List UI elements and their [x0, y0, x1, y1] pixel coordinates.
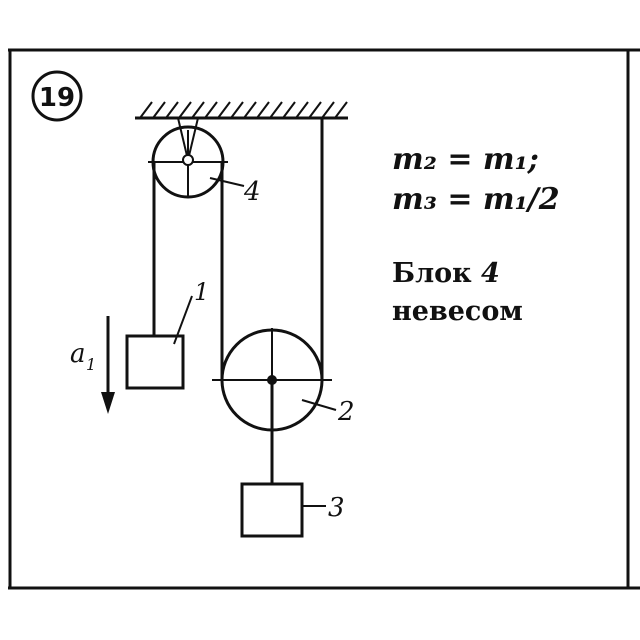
- ceiling-hatch: [295, 101, 309, 119]
- ceiling-hatch: [139, 101, 153, 119]
- ceiling-hatch: [191, 101, 205, 119]
- ceiling-hatch: [321, 101, 335, 119]
- ceiling-hatch: [282, 101, 296, 119]
- pulley-2: [212, 328, 332, 432]
- leader-pulley2: [301, 399, 337, 411]
- accel-arrow: [101, 316, 115, 414]
- pulley4-mount-left: [177, 117, 189, 161]
- leader-pulley4: [209, 177, 245, 187]
- formula-line-1: m₂ = m₁;: [392, 142, 539, 177]
- formula-line-2: m₃ = m₁/2: [392, 182, 560, 217]
- leader-mass1: [173, 295, 193, 345]
- note-block: Блок 4 невесом: [392, 255, 523, 331]
- ceiling-hatch: [269, 101, 283, 119]
- pulley-4: [148, 125, 228, 199]
- ceiling-hatch: [165, 101, 179, 119]
- note-word-block: Блок: [392, 258, 472, 289]
- ceiling-hatch: [230, 101, 244, 119]
- ceiling-hatch: [334, 101, 348, 119]
- ceiling-hatch: [243, 101, 257, 119]
- ceiling-hatch: [308, 101, 322, 119]
- label-mass3: 3: [328, 493, 345, 523]
- note-line-1: Блок 4: [392, 255, 523, 293]
- label-pulley4: 4: [243, 177, 261, 207]
- ceiling-hatch: [204, 101, 218, 119]
- label-pulley2: 2: [337, 397, 355, 427]
- problem-number: 19: [39, 83, 75, 113]
- pulley4-mount-right: [187, 117, 199, 161]
- note-line-2: невесом: [392, 296, 523, 327]
- formula-block: m₂ = m₁; m₃ = m₁/2: [392, 140, 560, 220]
- mass-1: [125, 334, 185, 390]
- mass-3: [240, 482, 304, 538]
- ceiling-hatch: [256, 101, 270, 119]
- ceiling-hatch: [178, 101, 192, 119]
- ceiling-hatch: [217, 101, 231, 119]
- note-block-number: 4: [481, 258, 500, 289]
- ceiling-hatch: [152, 101, 166, 119]
- problem-number-circle: [31, 70, 83, 122]
- label-mass1: 1: [194, 278, 209, 306]
- ceiling: [135, 101, 348, 120]
- label-accel: a: [70, 339, 86, 369]
- label-accel-sub: 1: [86, 355, 96, 374]
